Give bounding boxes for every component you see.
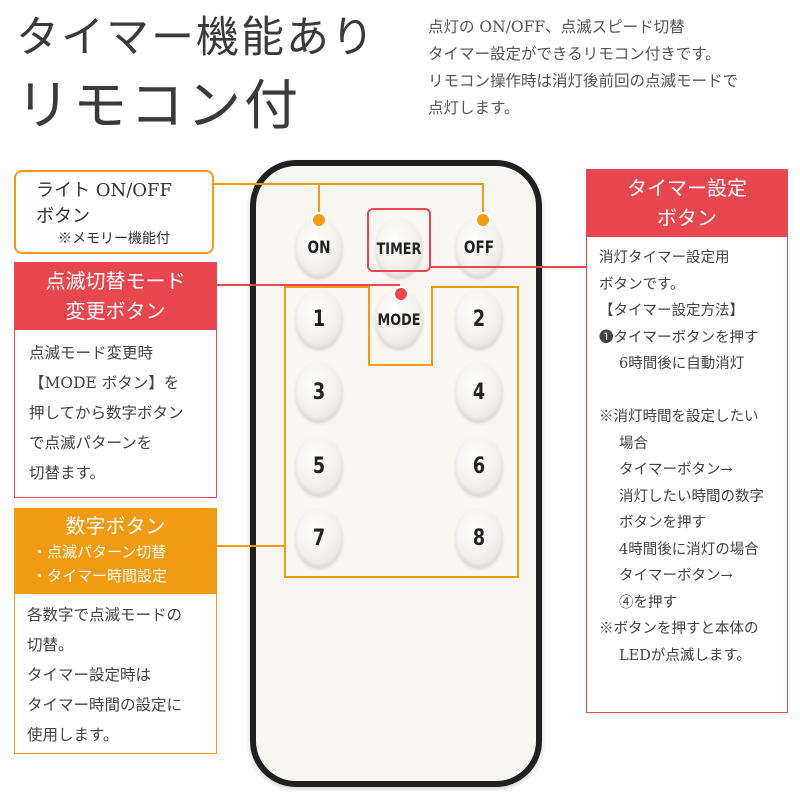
onoff-connector [214, 183, 484, 185]
spacer [599, 378, 787, 405]
flash-mode-title: 変更ボタン [65, 299, 166, 323]
title-line2: リモコン付 [16, 74, 301, 137]
number-connector [217, 545, 285, 547]
number-area-outline [368, 364, 433, 366]
description-line: タイマーボタン→ [619, 568, 733, 584]
memory-note: ※メモリー機能付 [58, 231, 170, 247]
description-line: 消灯したい時間の数字 [619, 488, 764, 505]
description-line: ボタンを押す [619, 515, 706, 531]
number-button-2[interactable]: 2 [455, 290, 503, 348]
number-area-outline [284, 286, 370, 288]
timer-setting-description: 消灯タイマー設定用 ボタンです。 【タイマー設定方法】 ❶タイマーボタンを押す … [586, 237, 788, 713]
onoff-connector [318, 183, 320, 219]
number-button-7[interactable]: 7 [295, 509, 343, 567]
number-area-outline [431, 286, 519, 288]
timer-highlight [367, 208, 431, 272]
description-line: タイマーボタン→ [619, 462, 733, 478]
description-line: 4時間後に消灯の場合 [619, 541, 759, 558]
timer-setting-title: タイマー設定 [627, 176, 747, 200]
intro-text: 点灯の ON/OFF、点滅スピード切替 タイマー設定ができるリモコン付きです。 … [428, 14, 800, 122]
timer-setting-title: ボタン [657, 206, 717, 230]
description-line: 【MODE ボタン】を [29, 374, 180, 392]
description-line: LEDが点滅します。 [619, 647, 751, 664]
description-line: 使用します。 [27, 726, 119, 744]
mode-marker [393, 286, 409, 302]
remote-control: ON TIMER OFF MODE 1 2 3 4 5 6 7 8 [250, 160, 542, 787]
number-area-outline [431, 286, 433, 366]
number-buttons-header: 数字ボタン ・点滅パターン切替 ・タイマー時間設定 [14, 508, 217, 594]
number-button-6[interactable]: 6 [455, 437, 503, 495]
number-buttons-description: 各数字で点滅モードの 切替。 タイマー設定時は タイマー時間の設定に 使用します… [14, 594, 217, 754]
description-line: 6時間後に自動消灯 [619, 356, 745, 372]
intro-line: 点灯します。 [428, 99, 520, 117]
flash-mode-header: 点滅切替モード 変更ボタン [14, 262, 217, 330]
timer-button[interactable]: TIMER [375, 219, 423, 277]
description-line: 消灯タイマー設定用 [599, 250, 730, 266]
light-onoff-title: ライト ON/OFF [36, 180, 173, 201]
description-line: 場合 [619, 435, 648, 452]
intro-line: リモコン操作時は消灯後前回の点滅モードで [428, 72, 739, 90]
on-marker [311, 212, 327, 228]
description-line: で点滅パターンを [29, 434, 153, 452]
description-line: ④を押す [619, 594, 677, 611]
number-button-3[interactable]: 3 [295, 363, 343, 421]
description-line: ❶タイマーボタンを押す [599, 329, 759, 346]
description-line: 各数字で点滅モードの [27, 606, 183, 624]
onoff-connector [482, 183, 484, 219]
description-line: 点滅モード変更時 [29, 344, 154, 362]
number-buttons-sub: ・点滅パターン切替 [32, 543, 167, 561]
off-marker [475, 212, 491, 228]
number-buttons-title: 数字ボタン [65, 514, 166, 538]
off-button[interactable]: OFF [455, 219, 503, 277]
description-line: 押してから数字ボタン [29, 404, 184, 422]
description-line: ※ボタンを押すと本体の [599, 621, 759, 637]
number-button-5[interactable]: 5 [295, 437, 343, 495]
number-area-outline [368, 286, 370, 366]
description-line: 【タイマー設定方法】 [599, 303, 744, 319]
number-button-8[interactable]: 8 [455, 509, 503, 567]
title-line1: タイマー機能あり [16, 13, 376, 63]
description-line: ※消灯時間を設定したい [599, 409, 759, 425]
description-line: 切替。 [27, 636, 74, 654]
description-line: 切替ます。 [29, 464, 105, 482]
number-button-4[interactable]: 4 [455, 363, 503, 421]
number-area-outline [284, 286, 286, 578]
on-button[interactable]: ON [295, 219, 343, 277]
number-area-outline [284, 576, 519, 578]
description-line: タイマー時間の設定に [27, 696, 183, 714]
description-line: ボタンです。 [599, 276, 685, 293]
number-area-outline [517, 286, 519, 578]
flash-mode-title: 点滅切替モード [45, 269, 186, 293]
number-buttons-sub: ・タイマー時間設定 [32, 567, 168, 585]
mode-connector [217, 284, 400, 286]
intro-line: タイマー設定ができるリモコン付きです。 [428, 45, 721, 63]
timer-setting-header: タイマー設定 ボタン [586, 169, 788, 237]
description-line: タイマー設定時は [27, 666, 152, 684]
light-onoff-title: ボタン [36, 206, 90, 227]
light-onoff-label: ライト ON/OFF ボタン ※メモリー機能付 [14, 170, 214, 254]
timer-connector [431, 266, 587, 268]
flash-mode-description: 点滅モード変更時 【MODE ボタン】を 押してから数字ボタン で点滅パターンを… [14, 330, 217, 498]
intro-line: 点灯の ON/OFF、点滅スピード切替 [428, 18, 685, 36]
number-button-1[interactable]: 1 [295, 290, 343, 348]
